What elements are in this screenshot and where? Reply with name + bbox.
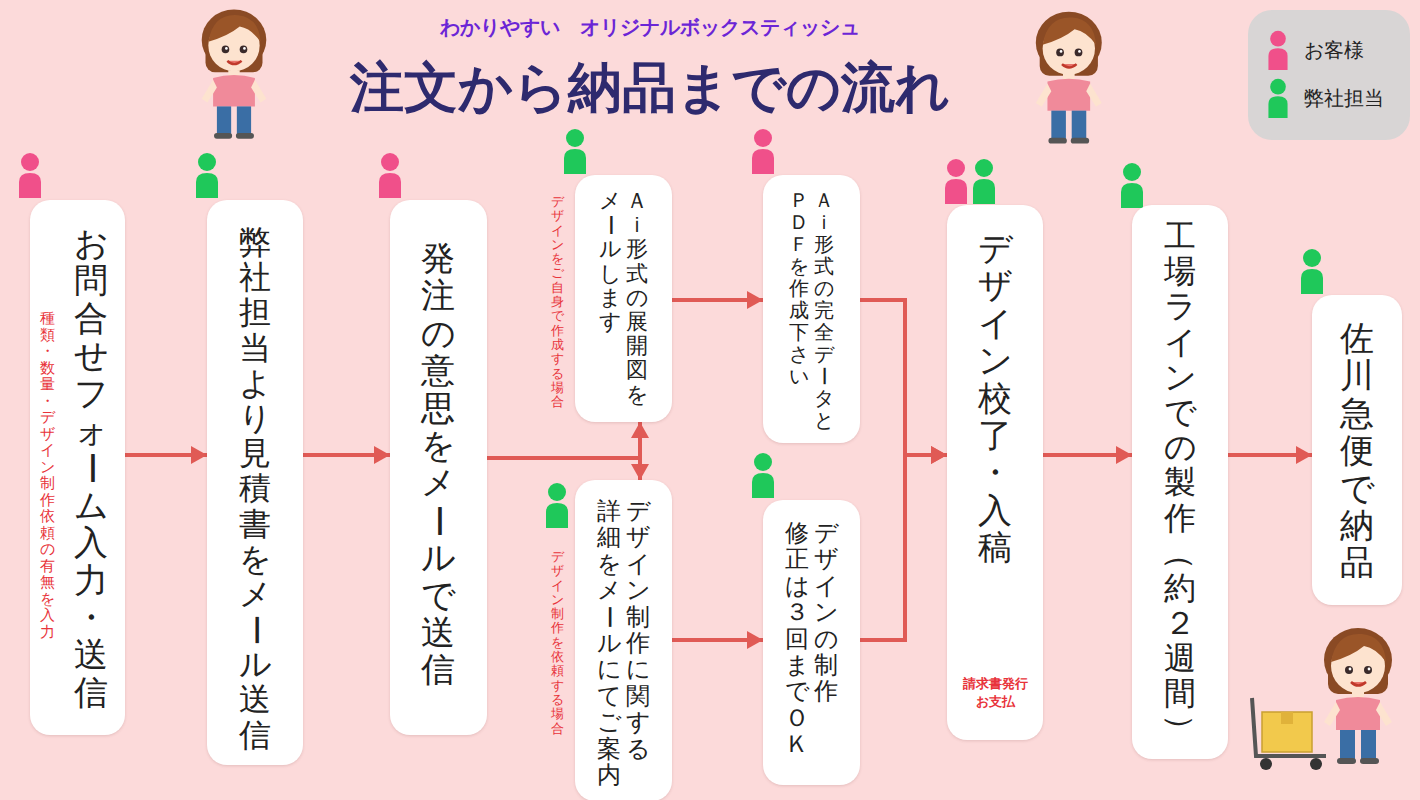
flow-arrow <box>303 453 390 457</box>
step-text: デザイン制作に関する詳細をメールにてご案内 <box>597 498 650 788</box>
process-box: 佐川急便で納品 <box>1312 295 1402 605</box>
step-text: Ａｉ形式の完全データとＰＤＦを作成下さい <box>789 189 834 431</box>
step-text: 発注の意思をメールで送信 <box>421 240 455 689</box>
step-text: 佐川急便で納品 <box>1340 320 1374 582</box>
flow-arrow <box>860 455 947 640</box>
process-box: デザイン制作に関する詳細をメールにてご案内デザイン制作を依頼する場合 <box>575 480 672 800</box>
girl-figure <box>1324 628 1392 764</box>
step-note: 請求書発行 お支払 <box>959 675 1032 711</box>
process-box: 弊社担当より見積書をメール送信 <box>207 200 303 765</box>
staff-icon <box>546 483 568 528</box>
customer-icon <box>19 153 41 198</box>
legend-swatch <box>1266 78 1290 118</box>
step-note: デザイン制作を依頼する場合 <box>551 550 564 736</box>
step-text: 弊社担当より見積書をメール送信 <box>239 225 271 753</box>
legend-box: お客様弊社担当 <box>1248 10 1410 140</box>
legend-text: 弊社担当 <box>1304 85 1384 112</box>
flow-arrow <box>672 638 763 642</box>
diagram-title: 注文から納品までの流れ <box>285 52 1015 125</box>
process-box: デザインの制作修正は３回までＯＫ <box>763 500 860 785</box>
customer-icon <box>945 159 967 204</box>
legend-entry: お客様 <box>1266 26 1410 74</box>
girl-figure <box>202 10 267 139</box>
flow-arrow <box>125 453 207 457</box>
step-text: Ａｉ形式の展開図をメールします <box>599 189 648 407</box>
flow-arrow <box>860 300 947 455</box>
legend-swatch <box>1266 30 1290 70</box>
flow-arrow <box>487 422 640 458</box>
staff-icon <box>973 159 995 204</box>
legend-entry: 弊社担当 <box>1266 74 1410 122</box>
step-text: デザイン校了・入稿 <box>978 230 1012 567</box>
process-box: デザイン校了・入稿請求書発行 お支払 <box>947 205 1043 740</box>
process-box: 発注の意思をメールで送信 <box>390 200 487 735</box>
process-box: Ａｉ形式の展開図をメールしますデザインをご自身で作成する場合 <box>575 175 672 422</box>
step-text: お問合せフォーム入力・送信 <box>74 225 108 711</box>
subtitle: わかりやすい オリジナルボックスティッシュ <box>285 14 1015 41</box>
customer-icon <box>752 129 774 174</box>
cart-with-box <box>1252 698 1326 770</box>
step-note: デザインをご自身で作成する場合 <box>551 195 564 409</box>
step-note: 種類・数量・デザイン制作依頼の有無を入力 <box>40 310 55 640</box>
staff-icon <box>752 453 774 498</box>
staff-icon <box>1121 163 1143 208</box>
girl-figure <box>1036 12 1102 144</box>
flow-arrow <box>672 298 763 302</box>
process-box: 工場ラインでの製作（約２週間） <box>1132 205 1228 759</box>
process-box: お問合せフォーム入力・送信 種類・数量・デザイン制作依頼の有無を入力 <box>30 200 125 735</box>
staff-icon <box>564 129 586 174</box>
step-text: デザインの制作修正は３回までＯＫ <box>785 520 838 758</box>
staff-icon <box>1301 249 1323 294</box>
legend-text: お客様 <box>1304 37 1364 64</box>
customer-icon <box>379 153 401 198</box>
step-text: 工場ラインでの製作（約２週間） <box>1164 219 1196 747</box>
flow-arrow <box>1043 453 1132 457</box>
flow-arrow <box>487 458 640 480</box>
flow-arrow <box>1228 453 1312 457</box>
process-box: Ａｉ形式の完全データとＰＤＦを作成下さい <box>763 175 860 443</box>
staff-icon <box>196 153 218 198</box>
